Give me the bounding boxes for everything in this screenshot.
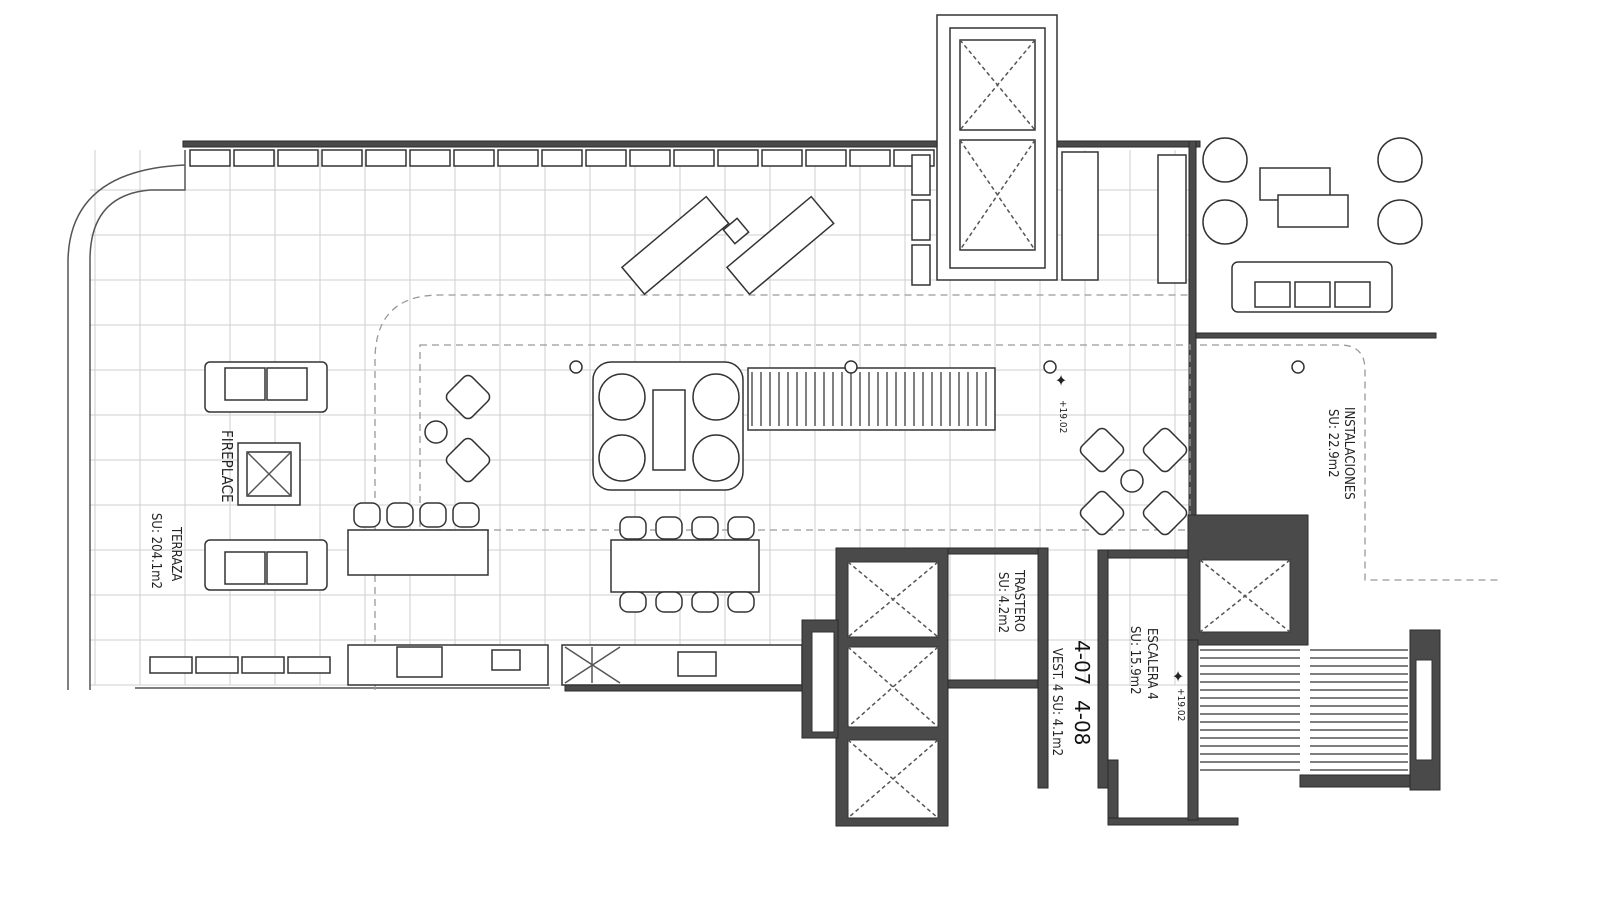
staircase-2 [1200, 649, 1408, 771]
svg-text:✦: ✦ [1055, 371, 1067, 390]
trastero-wall [947, 547, 1049, 555]
level-1-text: +19.02 [1057, 400, 1068, 433]
level-marker-2: ✦ +19.02 [1172, 667, 1186, 721]
escalera-name: ESCALERA 4 [1144, 628, 1159, 700]
fireplace-icon [237, 442, 301, 506]
planters [149, 149, 1187, 674]
dining-zone [419, 344, 1191, 531]
terraza-label: TERRAZA SU: 204.1m2 [148, 513, 183, 589]
instalaciones-zone [1200, 344, 1500, 581]
terraza-area: SU: 204.1m2 [148, 513, 163, 589]
terrace-outline [67, 150, 186, 690]
svg-text:✦: ✦ [1172, 667, 1184, 686]
trastero-label: TRASTERO SU: 4.2m2 [995, 569, 1026, 633]
ne-lounge [1202, 137, 1423, 313]
shaft [1415, 659, 1433, 761]
bar-stools [353, 502, 480, 528]
unit-label-4-07: 4-07 [1070, 640, 1094, 685]
vest-wall-e [1097, 549, 1109, 789]
sun-loungers [620, 195, 835, 296]
escalera-wall-n [1107, 549, 1199, 559]
unit-labels: 4-07 4-08 [1070, 640, 1094, 745]
north-wall [182, 140, 939, 148]
level-marker-1: ✦ +19.02 [1055, 371, 1068, 433]
column-markers [569, 360, 1305, 374]
instalaciones-name: INSTALACIONES [1341, 407, 1356, 500]
bar-counter [347, 529, 489, 576]
escalera-wall-e [1187, 639, 1199, 821]
vest-wall-w [1037, 547, 1049, 789]
terraza-name: TERRAZA [168, 526, 183, 581]
escalera-area: SU: 15.9m2 [1127, 626, 1142, 695]
trastero-name: TRASTERO [1011, 569, 1026, 632]
level-2-text: +19.02 [1175, 688, 1186, 721]
escalera-label: ESCALERA 4 SU: 15.9m2 [1127, 626, 1159, 700]
elevator-core [801, 547, 949, 827]
fireplace-label: FIREPLACE [218, 430, 236, 503]
dining-table [610, 539, 760, 593]
dining-chairs [619, 516, 755, 613]
sofa-top [204, 361, 328, 413]
north-wall-east [1044, 140, 1201, 148]
instalaciones-wall [1195, 332, 1437, 339]
instalaciones-area: SU: 22.9m2 [1325, 409, 1340, 478]
staircase [747, 367, 996, 431]
instalaciones-label: INSTALACIONES SU: 22.9m2 [1325, 407, 1356, 500]
escalera-wall-sw [1107, 759, 1119, 826]
vestibulo-label: VEST. 4 SU: 4.1m2 [1049, 648, 1064, 756]
unit-label-4-08: 4-08 [1070, 700, 1094, 745]
trastero-area: SU: 4.2m2 [995, 572, 1010, 633]
armchairs [424, 373, 1188, 536]
sofa-bottom [204, 539, 328, 591]
lounge-zone [374, 294, 1190, 690]
escalera-wall-s [1107, 817, 1239, 826]
coffee-table [652, 389, 686, 471]
kitchen-counter [347, 644, 803, 686]
skylight [936, 14, 1058, 281]
trastero-wall-s [947, 679, 1039, 689]
